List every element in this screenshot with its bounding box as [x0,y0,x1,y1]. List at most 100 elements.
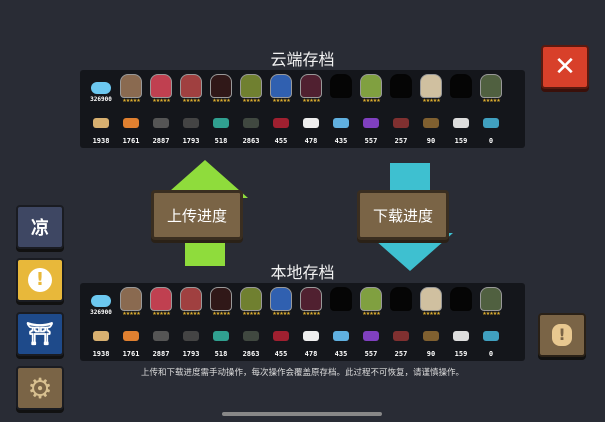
material-count: 2887 [152,137,170,145]
gem-icon [91,295,111,307]
character-slot[interactable]: ★★★★★ [266,74,296,105]
character-icon [240,287,262,311]
material-icon [363,331,379,341]
character-slot[interactable] [386,74,416,105]
star-rating-icon: ★★★★★ [242,98,260,104]
material-count: 2887 [152,350,170,358]
star-rating-icon: ★★★★★ [482,98,500,104]
material-slot: 159 [446,114,476,145]
character-slot[interactable]: ★★★★★ [296,287,326,318]
character-slot[interactable] [386,287,416,318]
character-slot[interactable]: ★★★★★ [416,287,446,318]
character-icon [300,287,322,311]
character-slot[interactable] [326,287,356,318]
character-slot[interactable]: ★★★★★ [146,74,176,105]
material-icon [303,118,319,128]
character-icon [390,287,412,311]
character-slot[interactable]: ★★★★★ [176,287,206,318]
character-slot[interactable]: ★★★★★ [356,74,386,105]
character-slot[interactable]: ★★★★★ [206,287,236,318]
material-count: 435 [334,137,348,145]
material-icon [453,331,469,341]
download-progress-button[interactable]: 下载进度 [357,190,449,240]
character-slot[interactable]: ★★★★★ [476,287,506,318]
character-slot[interactable]: ★★★★★ [146,287,176,318]
character-slot[interactable]: ★★★★★ [206,74,236,105]
material-icon [93,331,109,341]
material-icon [393,118,409,128]
material-icon [303,331,319,341]
character-slot[interactable]: ★★★★★ [176,74,206,105]
star-rating-icon: ★★★★★ [422,98,440,104]
character-slot[interactable]: ★★★★★ [476,74,506,105]
material-slot: 518 [206,114,236,145]
character-slot[interactable]: ★★★★★ [116,287,146,318]
character-icon [420,74,442,98]
material-slot: 1761 [116,327,146,358]
local-save-panel: 326900★★★★★★★★★★★★★★★★★★★★★★★★★★★★★★★★★★… [80,283,525,361]
material-count: 1793 [182,137,200,145]
star-rating-icon: ★★★★★ [302,311,320,317]
material-count: 1938 [92,137,110,145]
material-count: 2863 [242,350,260,358]
character-slot[interactable]: ★★★★★ [266,287,296,318]
character-slot[interactable]: ★★★★★ [236,74,266,105]
star-rating-icon: ★★★★★ [272,98,290,104]
character-slot[interactable]: ★★★★★ [416,74,446,105]
material-icon [123,331,139,341]
material-slot: 435 [326,114,356,145]
side-button-alert[interactable]: ! [16,258,64,302]
cloud-save-title: 云端存档 [270,50,335,69]
character-icon [300,74,322,98]
character-slot[interactable] [446,74,476,105]
character-slot[interactable] [326,74,356,105]
character-icon [150,74,172,98]
material-slot: 1761 [116,114,146,145]
star-rating-icon: ★★★★★ [272,311,290,317]
character-icon [330,74,352,98]
liang-icon: 凉 [31,218,49,239]
character-slot[interactable]: ★★★★★ [356,287,386,318]
material-slot: 1793 [176,114,206,145]
side-button-gear[interactable]: ⚙ [16,366,64,410]
gear-icon: ⚙ [27,371,53,405]
character-icon [450,287,472,311]
material-icon [333,331,349,341]
character-slot[interactable]: ★★★★★ [236,287,266,318]
material-count: 455 [274,137,288,145]
material-slot: 478 [296,114,326,145]
material-count: 159 [454,137,468,145]
gem-icon [91,82,111,94]
home-indicator[interactable] [222,412,382,416]
star-rating-icon: ★★★★★ [362,311,380,317]
material-icon [183,331,199,341]
character-icon [450,74,472,98]
material-icon [183,118,199,128]
character-slot[interactable]: ★★★★★ [116,74,146,105]
material-slot: 478 [296,327,326,358]
character-icon [120,287,142,311]
close-button[interactable]: ✕ [541,45,589,89]
character-slot[interactable]: ★★★★★ [296,74,326,105]
material-count: 518 [214,350,228,358]
material-icon [243,118,259,128]
side-button-portal[interactable]: ⛩ [16,312,64,356]
material-slot: 2887 [146,114,176,145]
gem-cell: 326900 [86,74,116,105]
alert-badge-button[interactable]: ! [538,313,586,357]
material-slot: 455 [266,327,296,358]
upload-progress-button[interactable]: 上传进度 [151,190,243,240]
material-slot: 90 [416,114,446,145]
character-slot[interactable] [446,287,476,318]
character-icon [480,287,502,311]
star-rating-icon: ★★★★★ [122,311,140,317]
material-count: 0 [488,137,494,145]
material-count: 257 [394,137,408,145]
close-icon: ✕ [554,52,576,82]
character-icon [180,74,202,98]
side-button-liang[interactable]: 凉 [16,205,64,249]
portal-icon: ⛩ [26,321,54,347]
character-icon [240,74,262,98]
alert-icon: ! [28,268,52,292]
material-slot: 0 [476,114,506,145]
